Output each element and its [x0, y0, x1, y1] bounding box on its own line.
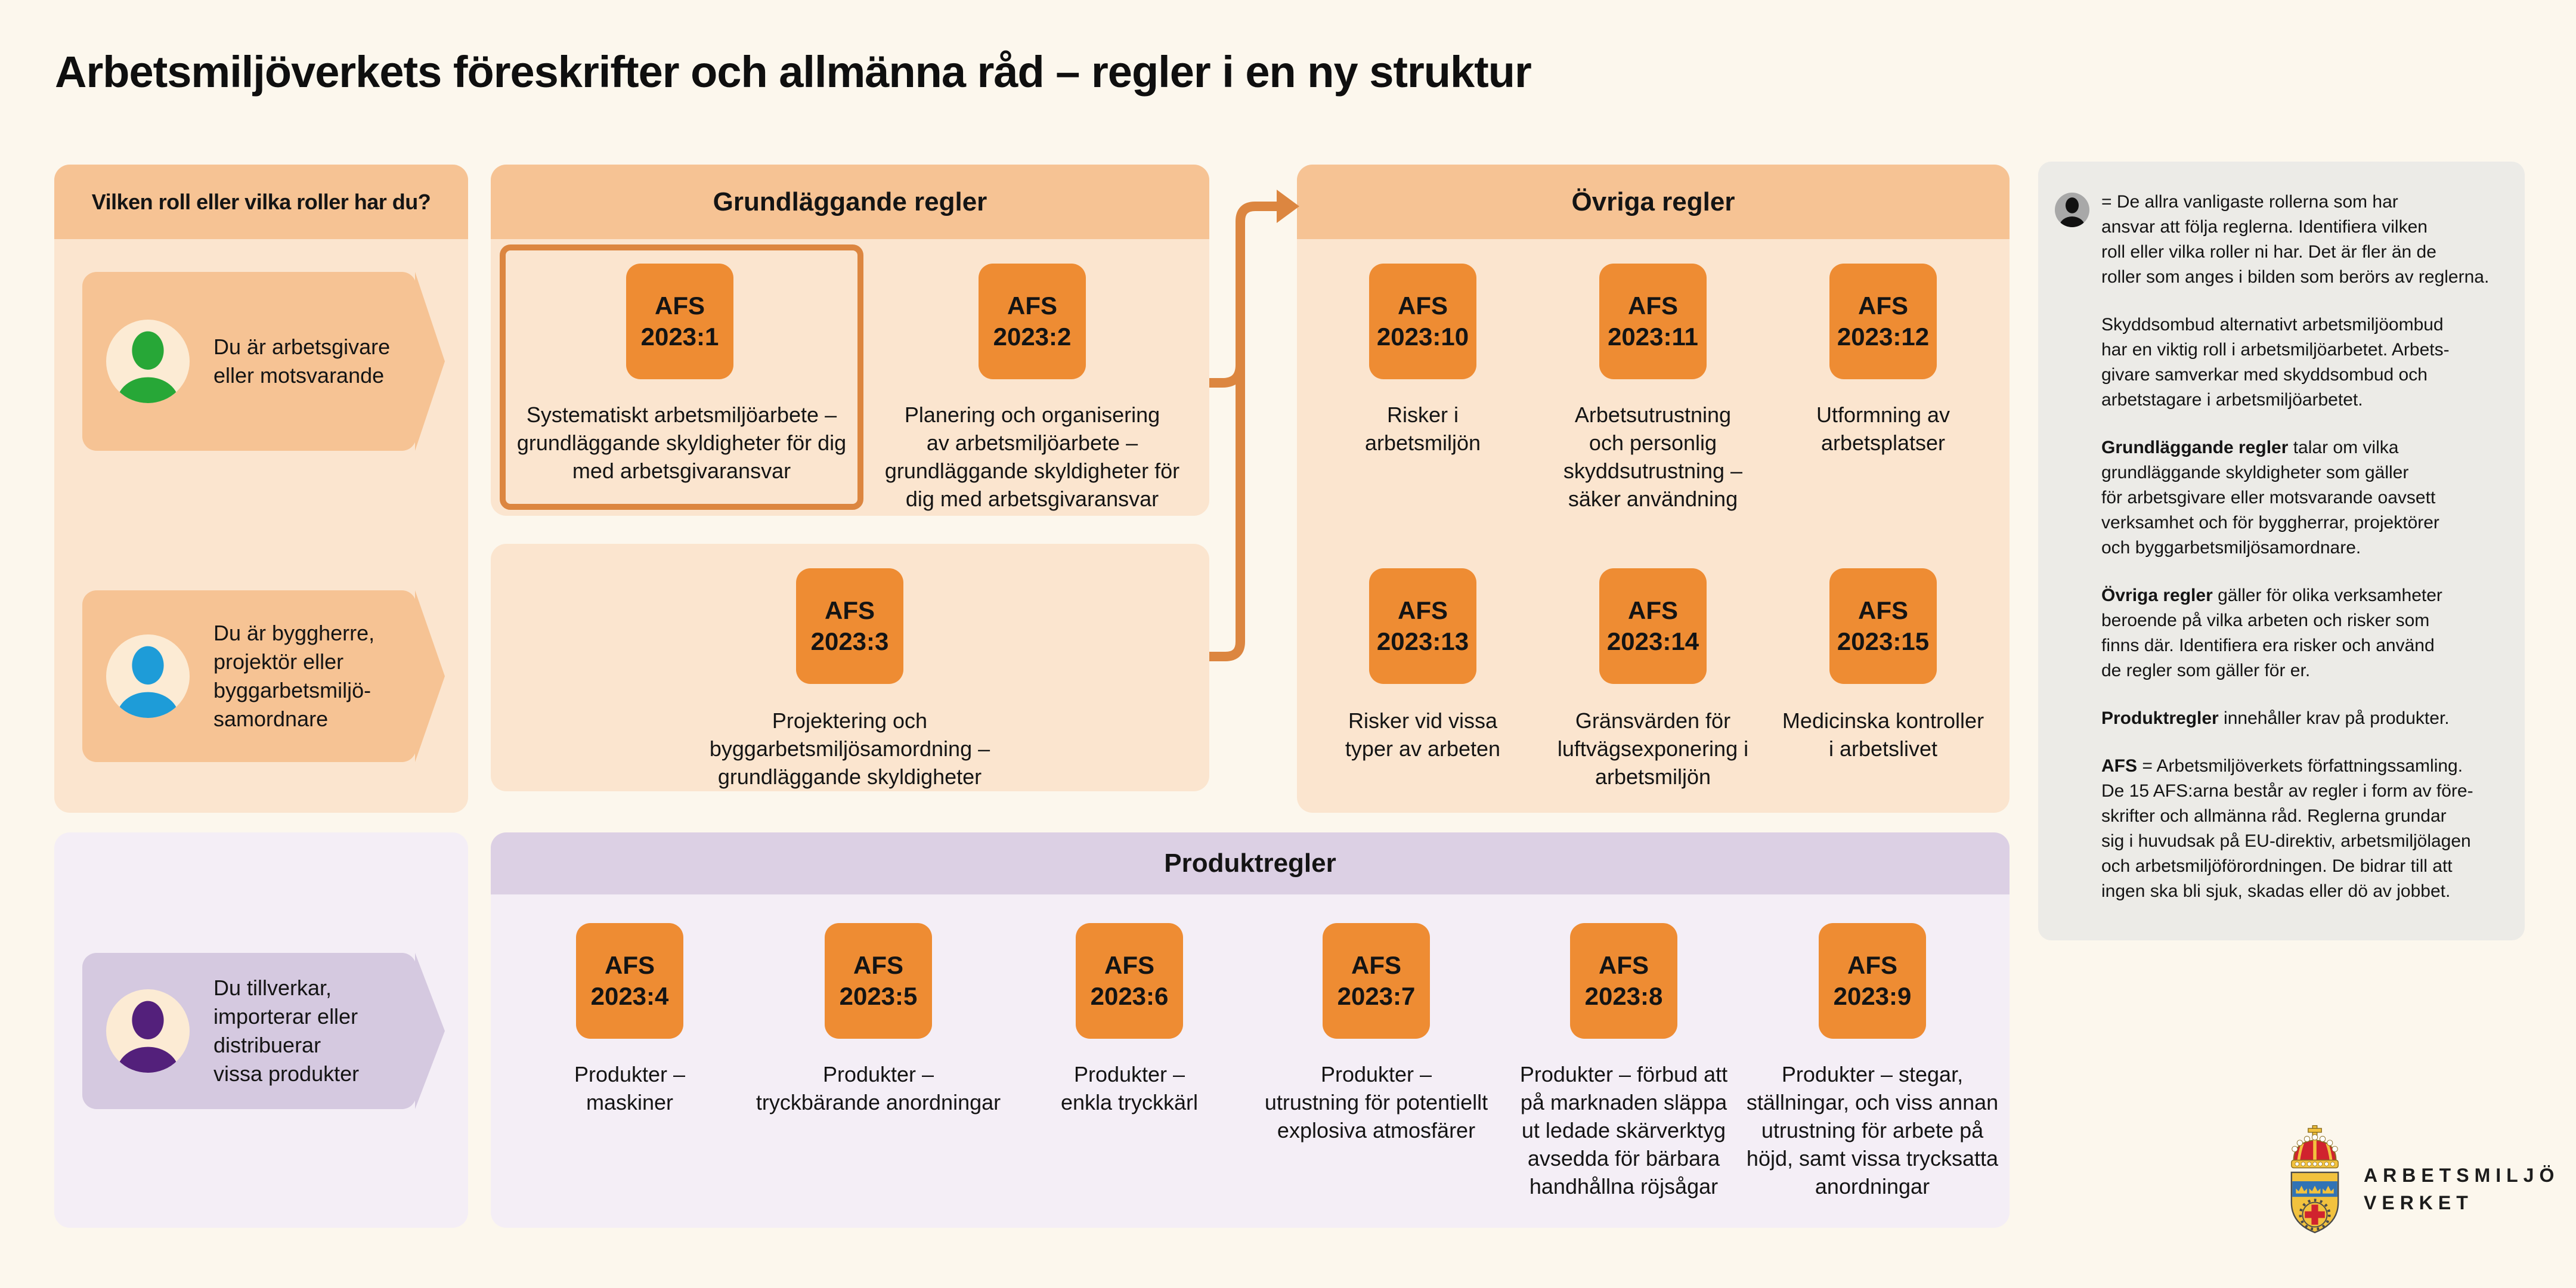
afs-chip-2023-9: AFS 2023:9 — [1819, 923, 1926, 1039]
produktregler-header: Produktregler — [491, 832, 2010, 894]
sidebar-paragraph-ovriga: Övriga regler gäller för olika verksamhe… — [2101, 586, 2442, 680]
person-icon-purple — [106, 989, 190, 1073]
role-card-tillverkare: Du tillverkar, importerar eller distribu… — [82, 953, 445, 1109]
sidebar-paragraph-roles: = De allra vanligaste rollerna som har a… — [2101, 192, 2490, 287]
afs-chip-2023-4: AFS 2023:4 — [576, 923, 683, 1039]
roles-panel-header: Vilken roll eller vilka roller har du? — [54, 165, 468, 239]
afs-chip-2023-15: AFS 2023:15 — [1829, 568, 1937, 684]
afs-chip-2023-10: AFS 2023:10 — [1369, 264, 1476, 379]
afs-caption-2023-14: Gränsvärden för luftvägsexponering i arb… — [1557, 708, 1749, 789]
afs-chip-2023-1: AFS 2023:1 — [626, 264, 733, 379]
afs-caption-2023-5: Produkter – tryckbärande anordningar — [756, 1062, 1001, 1114]
produktregler-panel: Produktregler — [491, 832, 2010, 1228]
sidebar-paragraph-produktregler: Produktregler innehåller krav på produkt… — [2101, 708, 2450, 728]
afs-chip-2023-14: AFS 2023:14 — [1599, 568, 1707, 684]
connector-arrow — [1209, 190, 1299, 661]
sidebar-text: = De allra vanligaste rollerna som har a… — [2101, 190, 2513, 927]
afs-caption-2023-1: Systematiskt arbetsmiljöarbete – grundlä… — [516, 402, 847, 483]
afs-chip-2023-5: AFS 2023:5 — [825, 923, 932, 1039]
afs-chip-2023-6: AFS 2023:6 — [1076, 923, 1183, 1039]
afs-caption-2023-8: Produkter – förbud att på marknaden släp… — [1519, 1062, 1728, 1199]
grundlaggande-panel: Grundläggande regler — [491, 165, 1209, 516]
role-card-arbetsgivare: Du är arbetsgivare eller motsvarande — [82, 272, 445, 451]
sidebar-paragraph-grundlaggande: Grundläggande regler talar om vilka grun… — [2101, 438, 2439, 558]
ovriga-header: Övriga regler — [1297, 165, 2010, 239]
afs-chip-2023-3: AFS 2023:3 — [796, 568, 903, 684]
afs-caption-2023-15: Medicinska kontroller i arbetslivet — [1782, 708, 1984, 761]
person-icon-blue — [106, 634, 190, 718]
afs-caption-2023-3: Projektering och byggarbetsmiljösamordni… — [709, 708, 990, 789]
afs-caption-2023-9: Produkter – stegar, ställningar, och vis… — [1746, 1062, 1999, 1199]
afs-caption-2023-2: Planering och organisering av arbetsmilj… — [884, 402, 1180, 511]
role-label-byggherre: Du är byggherre, projektör eller byggarb… — [213, 621, 375, 731]
afs-caption-2023-13: Risker vid vissa typer av arbeten — [1345, 708, 1501, 761]
role-label-arbetsgivare: Du är arbetsgivare eller motsvarande — [213, 335, 391, 388]
afs-chip-2023-7: AFS 2023:7 — [1323, 923, 1430, 1039]
afs-caption-2023-7: Produkter – utrustning för potentiellt e… — [1264, 1062, 1488, 1143]
sidebar-paragraph-afs: AFS = Arbetsmiljöverkets författningssam… — [2101, 756, 2473, 901]
afs-chip-2023-11: AFS 2023:11 — [1599, 264, 1707, 379]
arrowhead-icon — [1277, 190, 1299, 223]
afs-caption-2023-4: Produkter – maskiner — [574, 1062, 686, 1114]
afs-chip-2023-12: AFS 2023:12 — [1829, 264, 1937, 379]
coat-of-arms-icon — [2290, 1125, 2339, 1234]
sidebar-legend: = De allra vanligaste rollerna som har a… — [2038, 162, 2525, 940]
role-card-byggherre: Du är byggherre, projektör eller byggarb… — [82, 590, 445, 762]
sidebar-paragraph-skyddsombud: Skyddsombud alternativt arbetsmiljöombud… — [2101, 315, 2450, 410]
afs-caption-2023-12: Utformning av arbetsplatser — [1816, 402, 1950, 455]
afs-2023-1-highlight-border — [500, 244, 863, 510]
afs-chip-2023-13: AFS 2023:13 — [1369, 568, 1476, 684]
afs-caption-2023-10: Risker i arbetsmiljön — [1364, 402, 1481, 455]
afs-caption-2023-6: Produkter – enkla tryckkärl — [1060, 1062, 1199, 1114]
grundlaggande-header: Grundläggande regler — [491, 165, 1209, 239]
afs-caption-2023-11: Arbetsutrustning och personlig skyddsutr… — [1563, 402, 1743, 511]
person-icon-gray — [2055, 193, 2089, 227]
afs-chip-2023-2: AFS 2023:2 — [979, 264, 1086, 379]
person-icon-green — [106, 320, 190, 403]
role-label-tillverkare: Du tillverkar, importerar eller distribu… — [213, 976, 360, 1086]
afs-chip-2023-8: AFS 2023:8 — [1570, 923, 1677, 1039]
page-title: Arbetsmiljöverkets föreskrifter och allm… — [55, 47, 1532, 97]
